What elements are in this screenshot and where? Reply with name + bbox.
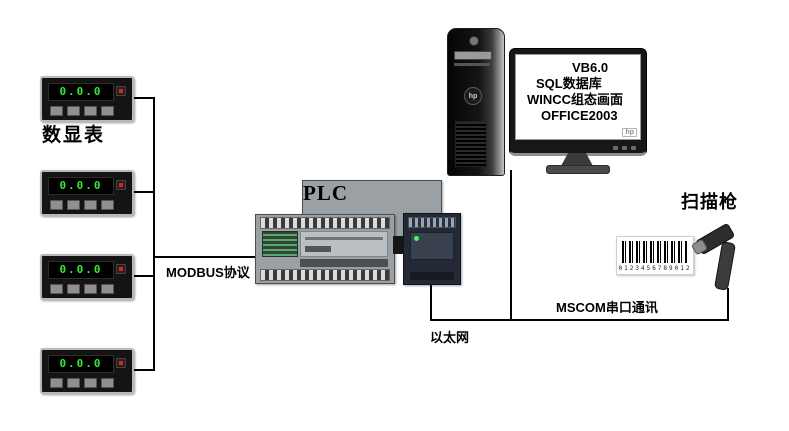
meter-button bbox=[50, 106, 63, 116]
meter-display: 0.0.0 bbox=[48, 177, 114, 195]
meters-label: 数显表 bbox=[42, 125, 106, 146]
barcode-stripes bbox=[622, 241, 688, 263]
monitor-button bbox=[631, 146, 636, 150]
tower-grille bbox=[455, 121, 487, 167]
expansion-module bbox=[403, 213, 461, 285]
pc-drop-line bbox=[510, 170, 512, 321]
plc-device bbox=[255, 214, 395, 284]
digital-meter-3: 0.0.0 bbox=[40, 254, 134, 300]
meter-button bbox=[101, 378, 114, 388]
meter-indicator-light bbox=[116, 358, 126, 368]
monitor-stand bbox=[561, 153, 593, 166]
pc-tower: hp bbox=[447, 28, 505, 176]
screen-text-line: SQL数据库 bbox=[536, 76, 602, 91]
meter-stub-line-3 bbox=[134, 275, 153, 277]
digital-meter-1: 0.0.0 bbox=[40, 76, 134, 122]
meter-button bbox=[84, 378, 97, 388]
meter-display: 0.0.0 bbox=[48, 355, 114, 373]
meter-display: 0.0.0 bbox=[48, 83, 114, 101]
meter-button bbox=[84, 284, 97, 294]
meter-buttons bbox=[50, 378, 114, 388]
meter-buttons bbox=[50, 200, 114, 210]
monitor-button bbox=[622, 146, 627, 150]
ethernet-label: 以太网 bbox=[430, 330, 470, 345]
meter-buttons bbox=[50, 106, 114, 116]
digital-meter-4: 0.0.0 bbox=[40, 348, 134, 394]
serial-label: MSCOM串口通讯 bbox=[556, 300, 658, 315]
plc-faceplate bbox=[300, 231, 388, 257]
meter-bus-line bbox=[153, 97, 155, 371]
meter-stub-line-2 bbox=[134, 191, 153, 193]
screen-text-line: WINCC组态画面 bbox=[527, 92, 624, 107]
meter-button bbox=[101, 200, 114, 210]
ethernet-drop-line bbox=[430, 283, 432, 321]
expansion-base bbox=[410, 272, 454, 280]
modbus-label: MODBUS协议 bbox=[166, 265, 250, 280]
screen-text-line: OFFICE2003 bbox=[541, 108, 618, 123]
scanner-drop-line bbox=[727, 288, 729, 321]
barcode-caption: 0123456789012 bbox=[618, 265, 692, 272]
meter-button bbox=[50, 378, 63, 388]
bottom-link-line bbox=[430, 319, 729, 321]
scanner-gun bbox=[690, 222, 742, 292]
expansion-terminal-strip bbox=[408, 217, 456, 228]
plc-terminal-strip-top bbox=[260, 217, 390, 229]
hp-logo: hp bbox=[464, 87, 482, 105]
power-button bbox=[469, 36, 479, 46]
meter-button bbox=[84, 200, 97, 210]
monitor-screen: VB6.0 SQL数据库 WINCC组态画面 OFFICE2003 hp bbox=[515, 54, 641, 140]
barcode: 0123456789012 bbox=[616, 236, 694, 275]
monitor: VB6.0 SQL数据库 WINCC组态画面 OFFICE2003 hp bbox=[509, 48, 647, 156]
meter-button bbox=[67, 106, 80, 116]
meter-button bbox=[50, 284, 63, 294]
meter-button bbox=[67, 200, 80, 210]
meter-stub-line-4 bbox=[134, 369, 153, 371]
screen-text-line: VB6.0 bbox=[572, 60, 609, 75]
meter-button bbox=[101, 106, 114, 116]
hp-logo: hp bbox=[622, 128, 637, 137]
meter-indicator-light bbox=[116, 264, 126, 274]
plc-port-area bbox=[300, 259, 388, 267]
meter-button bbox=[67, 284, 80, 294]
meter-indicator-light bbox=[116, 86, 126, 96]
meter-indicator-light bbox=[116, 180, 126, 190]
drive-slot bbox=[454, 63, 490, 66]
meter-buttons bbox=[50, 284, 114, 294]
plc-terminal-strip-bottom bbox=[260, 269, 390, 281]
monitor-base bbox=[546, 165, 610, 174]
meter-button bbox=[67, 378, 80, 388]
plc-expansion-connector bbox=[393, 236, 403, 254]
expansion-faceplate bbox=[410, 232, 454, 260]
scanner-handle bbox=[713, 241, 737, 291]
meter-display: 0.0.0 bbox=[48, 261, 114, 279]
scanner-label: 扫描枪 bbox=[681, 192, 738, 212]
digital-meter-2: 0.0.0 bbox=[40, 170, 134, 216]
monitor-button bbox=[613, 146, 618, 150]
modbus-link-line bbox=[153, 256, 255, 258]
expansion-led bbox=[414, 236, 419, 241]
meter-stub-line-1 bbox=[134, 97, 153, 99]
monitor-buttons bbox=[613, 146, 636, 150]
meter-button bbox=[84, 106, 97, 116]
meter-button bbox=[50, 200, 63, 210]
optical-drive-bay bbox=[454, 51, 492, 60]
meter-button bbox=[101, 284, 114, 294]
plc-led-panel bbox=[262, 231, 298, 257]
